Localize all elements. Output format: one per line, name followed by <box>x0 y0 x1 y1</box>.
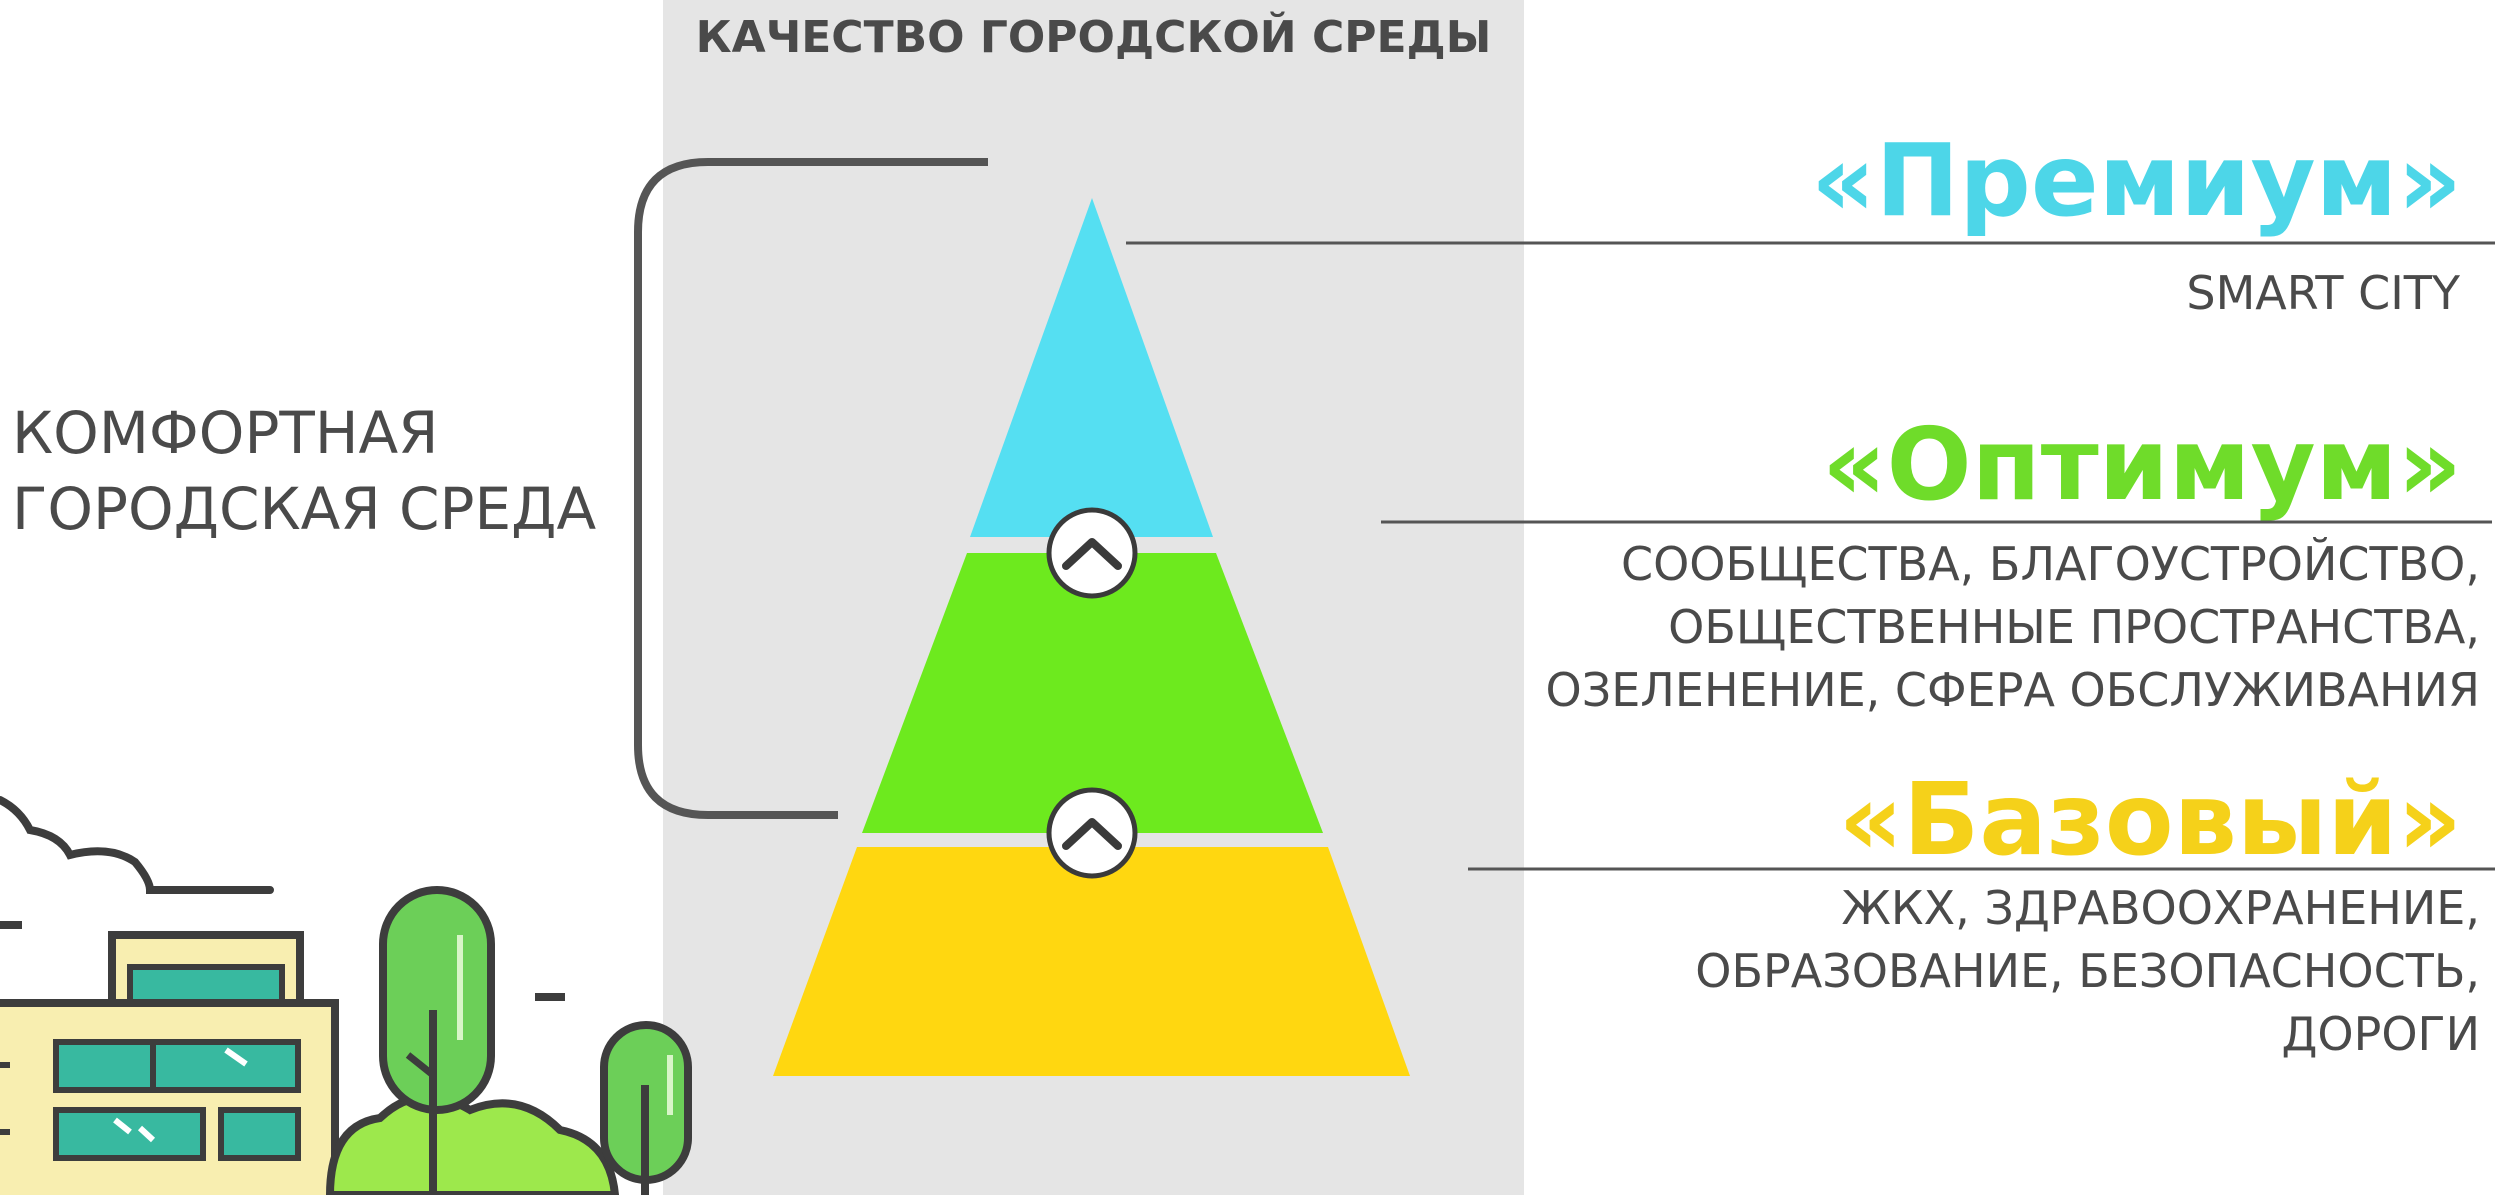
pyramid-tier-premium <box>970 198 1213 537</box>
comfort-label-line: КОМФОРТНАЯ <box>12 399 439 467</box>
basic-heading: «Базовый» <box>1838 761 2463 878</box>
comfort-label-line: ГОРОДСКАЯ СРЕДА <box>12 475 597 543</box>
premium-description: SMART CITY <box>2186 262 2460 325</box>
premium-heading: «Премиум» <box>1810 122 2462 239</box>
optimum-description: СООБЩЕСТВА, БЛАГОУСТРОЙСТВО, ОБЩЕСТВЕННЫ… <box>1546 533 2480 722</box>
basic-description-line: ДОРОГИ <box>2281 1007 2480 1061</box>
comfort-label: КОМФОРТНАЯ ГОРОДСКАЯ СРЕДА <box>12 395 596 547</box>
pyramid-tier-optimum <box>862 553 1323 833</box>
chevron-up-icon <box>1046 507 1138 599</box>
bush-icon <box>325 1092 620 1195</box>
panel-title: КАЧЕСТВО ГОРОДСКОЙ СРЕДЫ <box>695 12 1492 63</box>
pyramid-tier-basic <box>773 847 1410 1076</box>
basic-description: ЖКХ, ЗДРАВООХРАНЕНИЕ, ОБРАЗОВАНИЕ, БЕЗОП… <box>1695 877 2480 1066</box>
city-illustration <box>0 796 692 1195</box>
optimum-heading: «Оптимум» <box>1822 406 2462 523</box>
premium-description-line: SMART CITY <box>2186 266 2460 320</box>
optimum-description-line: СООБЩЕСТВА, БЛАГОУСТРОЙСТВО, <box>1620 537 2480 591</box>
optimum-description-line: ОБЩЕСТВЕННЫЕ ПРОСТРАНСТВА, <box>1668 600 2480 654</box>
chevron-up-icon <box>1046 787 1138 879</box>
cloud-icon <box>0 796 274 894</box>
comfort-bracket <box>634 158 988 819</box>
optimum-description-line: ОЗЕЛЕНЕНИЕ, СФЕРА ОБСЛУЖИВАНИЯ <box>1545 663 2480 717</box>
basic-description-line: ОБРАЗОВАНИЕ, БЕЗОПАСНОСТЬ, <box>1695 944 2480 998</box>
basic-description-line: ЖКХ, ЗДРАВООХРАНЕНИЕ, <box>1841 881 2480 935</box>
